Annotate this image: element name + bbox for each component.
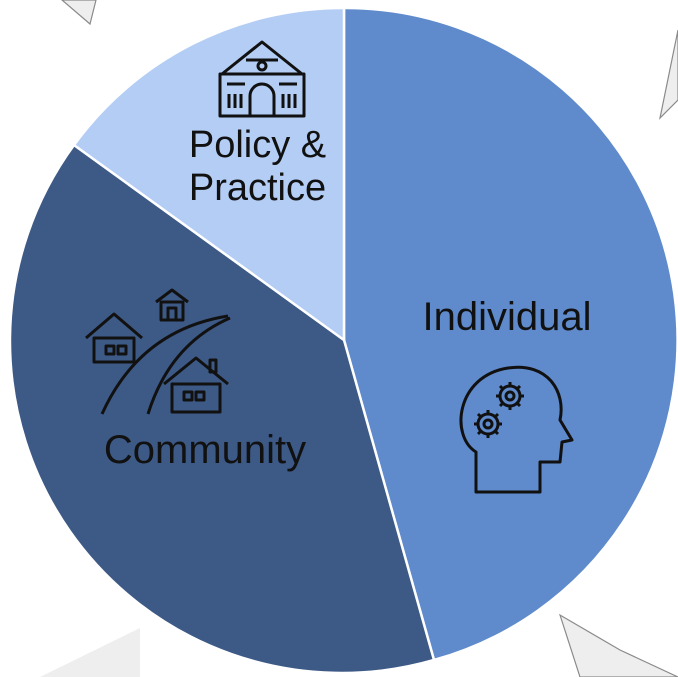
policy-label-line1: Policy & bbox=[188, 124, 327, 166]
government-building-icon bbox=[218, 40, 306, 118]
segment-community bbox=[8, 143, 436, 675]
decorative-arrows bbox=[40, 0, 678, 677]
policy-label-line2: Practice bbox=[188, 166, 327, 209]
segment-label-community: Community bbox=[103, 428, 307, 472]
segment-label-individual: Individual bbox=[422, 295, 592, 339]
segment-individual bbox=[342, 6, 678, 662]
segment-policy-practice bbox=[72, 6, 346, 343]
segment-label-policy-practice: Policy & Practice bbox=[170, 124, 345, 209]
head-gears-icon bbox=[459, 365, 574, 494]
houses-road-icon bbox=[85, 288, 231, 415]
